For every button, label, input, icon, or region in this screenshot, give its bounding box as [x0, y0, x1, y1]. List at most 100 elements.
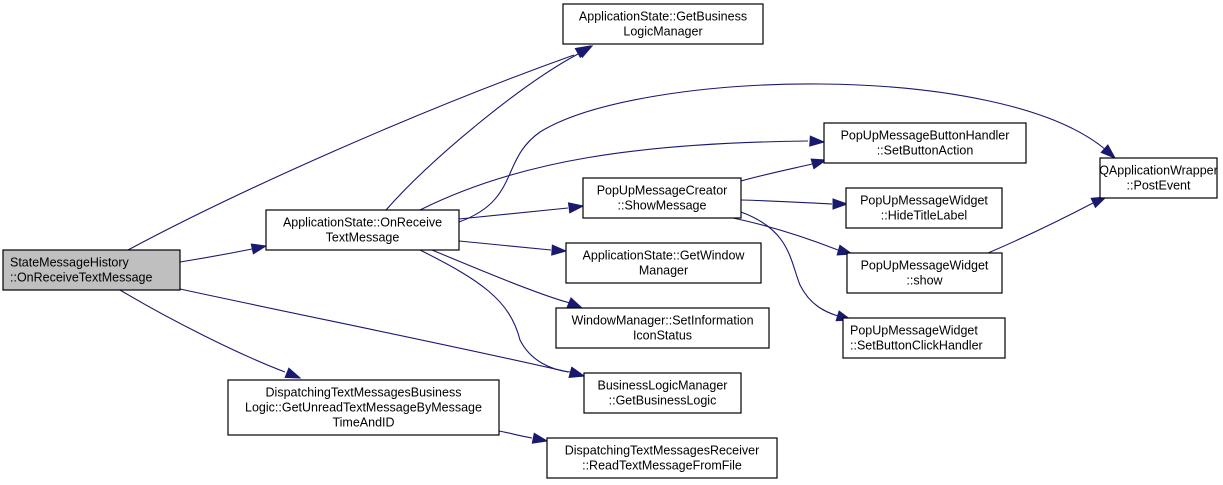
node-label-line: PopUpMessageCreator	[597, 184, 728, 198]
node-box	[583, 372, 742, 414]
node-box	[845, 187, 1003, 229]
arrowhead-icon	[832, 198, 849, 210]
arrowhead-icon	[568, 366, 586, 378]
arrowhead-icon	[551, 244, 568, 256]
node-label-line: ApplicationState::OnReceive	[283, 216, 442, 230]
node-label-line: DispatchingTextMessagesBusiness	[266, 386, 462, 400]
node-label-line: PopUpMessageWidget	[850, 324, 978, 338]
arrowhead-icon	[567, 202, 585, 214]
node-box	[582, 177, 742, 219]
edge-pumw_show-to-qaw_post	[987, 196, 1108, 254]
edge-root-to-blm_getbl	[179, 288, 586, 379]
node-pumc-show[interactable]: PopUpMessageCreator::ShowMessage	[582, 177, 742, 219]
edge-as_onreceive-to-blm_getbl	[419, 249, 586, 378]
node-box	[546, 437, 778, 479]
node-pumw-hidetitle[interactable]: PopUpMessageWidget::HideTitleLabel	[845, 187, 1003, 229]
edge-line	[740, 211, 839, 317]
node-label-line: PopUpMessageButtonHandler	[841, 129, 1010, 143]
node-label-line: PopUpMessageWidget	[861, 259, 989, 273]
node-label-line: PopUpMessageWidget	[860, 194, 988, 208]
edge-root-to-as_onreceive	[179, 243, 268, 263]
node-pumw-setclick[interactable]: PopUpMessageWidget::SetButtonClickHandle…	[842, 317, 1006, 359]
node-box	[555, 307, 770, 349]
node-box	[842, 317, 1006, 359]
node-label-line: ::show	[906, 274, 943, 288]
node-root[interactable]: StateMessageHistory::OnReceiveTextMessag…	[2, 249, 181, 291]
edge-line	[179, 248, 253, 263]
node-qaw-post[interactable]: QApplicationWrapper::PostEvent	[1099, 157, 1218, 199]
edge-as_onreceive-to-as_getwm	[458, 240, 568, 256]
node-label-line: WindowManager::SetInformation	[571, 314, 753, 328]
nodes-layer: StateMessageHistory::OnReceiveTextMessag…	[2, 3, 1218, 479]
node-label-line: ApplicationState::GetBusiness	[579, 10, 747, 24]
node-label-line: IconStatus	[633, 329, 692, 343]
edge-as_onreceive-to-wm_seticon	[431, 249, 584, 309]
node-label-line: Logic::GetUnreadTextMessageByMessage	[245, 401, 482, 415]
edge-pumc_show-to-pumw_hidetitle	[740, 198, 849, 210]
node-box	[846, 252, 1003, 294]
edge-line	[419, 249, 571, 373]
node-label-line: DispatchingTextMessagesReceiver	[565, 444, 760, 458]
node-box	[2, 249, 181, 291]
node-box	[1099, 157, 1218, 199]
edge-line	[419, 140, 809, 211]
node-label-line: Manager	[639, 264, 688, 278]
node-label-line: BusinessLogicManager	[598, 379, 728, 393]
edge-as_onreceive-to-pumbh_setaction	[419, 135, 826, 211]
node-box	[562, 3, 764, 45]
node-box	[265, 209, 460, 251]
node-label-line: QApplicationWrapper	[1099, 164, 1218, 178]
arrowhead-icon	[250, 243, 268, 255]
node-pumbh-setaction[interactable]: PopUpMessageButtonHandler::SetButtonActi…	[823, 122, 1027, 164]
arrowhead-icon	[1090, 196, 1108, 209]
node-box	[565, 242, 762, 284]
edge-root-to-dtmbl_getunread	[119, 289, 302, 379]
edge-line	[431, 249, 571, 304]
edge-line	[740, 163, 813, 182]
edge-dtmbl_getunread-to-dtmr_read	[498, 430, 549, 444]
arrowhead-icon	[566, 297, 584, 309]
edge-pumc_show-to-pumbh_setaction	[740, 158, 828, 182]
edge-line	[498, 430, 533, 439]
arrowhead-icon	[284, 367, 302, 379]
edge-line	[119, 289, 286, 373]
node-dtmbl-getunread[interactable]: DispatchingTextMessagesBusinessLogic::Ge…	[227, 379, 500, 436]
node-label-line: ::PostEvent	[1127, 179, 1191, 193]
edge-line	[385, 53, 579, 211]
node-blm-getbl[interactable]: BusinessLogicManager::GetBusinessLogic	[583, 372, 742, 414]
node-label-line: ::ShowMessage	[618, 199, 707, 213]
node-dtmr-read[interactable]: DispatchingTextMessagesReceiver::ReadTex…	[546, 437, 778, 479]
node-label-line: ::SetButtonAction	[877, 144, 974, 158]
node-as-onreceive[interactable]: ApplicationState::OnReceiveTextMessage	[265, 209, 460, 251]
node-label-line: TextMessage	[326, 231, 400, 245]
edge-line	[127, 54, 575, 251]
edge-line	[458, 83, 1107, 223]
arrowhead-icon	[809, 135, 826, 147]
node-label-line: ::GetBusinessLogic	[609, 394, 717, 408]
arrowhead-icon	[531, 432, 549, 444]
edge-as_onreceive-to-qaw_post	[458, 83, 1117, 223]
edge-line	[179, 288, 569, 373]
edge-line	[740, 199, 833, 205]
node-label-line: StateMessageHistory	[10, 256, 130, 270]
edge-line	[458, 207, 569, 220]
node-label-line: LogicManager	[623, 25, 702, 39]
node-label-line: TimeAndID	[332, 416, 394, 430]
arrowhead-icon	[1100, 144, 1117, 159]
edge-line	[987, 202, 1094, 254]
node-label-line: ApplicationState::GetWindow	[583, 249, 746, 263]
node-label-line: ::HideTitleLabel	[881, 209, 967, 223]
node-as-getblm[interactable]: ApplicationState::GetBusinessLogicManage…	[562, 3, 764, 45]
node-label-line: ::SetButtonClickHandler	[850, 339, 983, 353]
node-label-line: ::ReadTextMessageFromFile	[582, 459, 742, 473]
node-box	[823, 122, 1027, 164]
arrowhead-icon	[810, 158, 828, 170]
arrowhead-icon	[576, 45, 594, 59]
edge-as_onreceive-to-pumc_show	[458, 202, 585, 220]
edge-line	[458, 240, 552, 251]
node-box	[227, 379, 500, 436]
node-pumw-show[interactable]: PopUpMessageWidget::show	[846, 252, 1003, 294]
